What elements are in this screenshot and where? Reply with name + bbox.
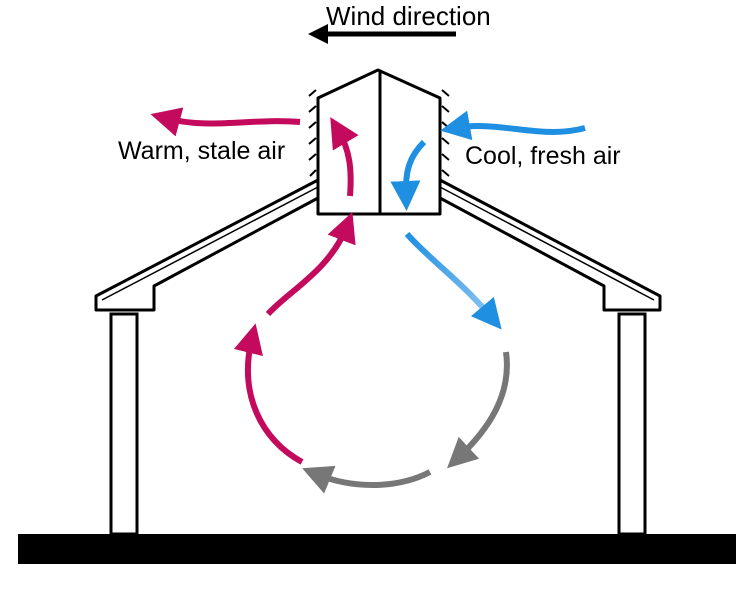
warm-loop-arrow-upper	[265, 212, 356, 317]
warm-outflow-arrow	[150, 107, 301, 137]
wind-direction-label: Wind direction	[326, 1, 491, 31]
right-roof	[438, 178, 662, 312]
warm-air-label: Warm, stale air	[118, 137, 286, 165]
cool-inflow-arrow	[440, 110, 586, 141]
warm-vent-arrow	[330, 117, 359, 197]
ground-slab	[18, 534, 736, 564]
left-louvers	[308, 89, 317, 177]
circulation-arrow-bottom	[302, 465, 432, 494]
cool-room-arrow	[404, 232, 502, 330]
right-wall	[617, 312, 647, 536]
right-louvers	[441, 89, 450, 177]
cool-air-label: Cool, fresh air	[465, 142, 621, 170]
circulation-arrow-right	[447, 351, 510, 469]
left-roof	[94, 178, 320, 312]
left-wall	[109, 312, 139, 536]
warm-loop-arrow-lower	[233, 323, 304, 465]
cool-vent-arrow	[390, 139, 427, 211]
